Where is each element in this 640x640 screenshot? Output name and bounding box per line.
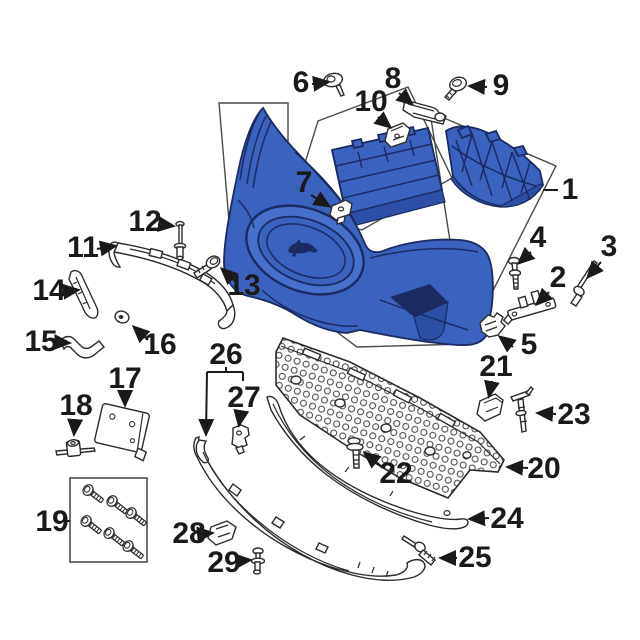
callout-12[interactable]: 12 xyxy=(128,205,161,238)
bolt-9 xyxy=(443,76,467,101)
bracket-15 xyxy=(59,335,105,359)
callout-14[interactable]: 14 xyxy=(32,274,66,307)
bracket-26 xyxy=(207,367,244,381)
pin-23 xyxy=(510,385,534,433)
callout-6[interactable]: 6 xyxy=(293,66,310,99)
pony-emblem-icon xyxy=(288,239,318,257)
strip-14 xyxy=(68,269,99,319)
clip-7 xyxy=(329,199,353,225)
callout-27[interactable]: 27 xyxy=(227,381,260,414)
bracket-8 xyxy=(402,99,447,125)
callout-7[interactable]: 7 xyxy=(296,166,313,199)
callout-8[interactable]: 8 xyxy=(385,62,402,95)
pin-3 xyxy=(570,260,598,307)
pin-22 xyxy=(346,437,364,469)
bolt-25 xyxy=(401,535,436,566)
callout-9[interactable]: 9 xyxy=(493,69,510,102)
deflector-strip-24 xyxy=(266,395,469,530)
callout-20[interactable]: 20 xyxy=(527,452,560,485)
callout-17[interactable]: 17 xyxy=(108,362,141,395)
radiator-shutter xyxy=(330,125,446,228)
callout-5[interactable]: 5 xyxy=(521,328,538,361)
callout-26[interactable]: 26 xyxy=(209,338,242,371)
screw-kit-19 xyxy=(69,477,150,563)
callout-22[interactable]: 22 xyxy=(379,457,412,490)
callout-21[interactable]: 21 xyxy=(479,350,512,383)
callout-19[interactable]: 19 xyxy=(35,505,68,538)
clip-27 xyxy=(231,424,250,455)
callout-18[interactable]: 18 xyxy=(59,389,92,422)
leader-lines xyxy=(52,75,604,570)
impact-absorber xyxy=(445,124,544,208)
callout-16[interactable]: 16 xyxy=(143,328,176,361)
grille-mesh-20 xyxy=(275,337,505,499)
callout-10[interactable]: 10 xyxy=(354,85,387,118)
callout-3[interactable]: 3 xyxy=(601,230,618,263)
callout-1[interactable]: 1 xyxy=(562,173,579,206)
callout-15[interactable]: 15 xyxy=(24,325,57,358)
fastener-6 xyxy=(322,72,345,97)
fastener-18 xyxy=(55,439,96,458)
callout-11[interactable]: 11 xyxy=(67,231,99,264)
bumper-cover xyxy=(223,106,494,346)
callout-4[interactable]: 4 xyxy=(530,221,547,254)
license-bracket-17 xyxy=(94,403,150,462)
pin-29 xyxy=(250,547,266,575)
bolt-13 xyxy=(193,255,221,279)
callout-24[interactable]: 24 xyxy=(490,502,524,535)
grommet-16 xyxy=(114,310,130,324)
clip-28 xyxy=(207,520,237,546)
callout-13[interactable]: 13 xyxy=(227,269,260,302)
callout-28[interactable]: 28 xyxy=(172,517,205,550)
callout-25[interactable]: 25 xyxy=(458,541,491,574)
clip-21 xyxy=(476,393,504,422)
screw-12 xyxy=(173,220,187,261)
clip-10 xyxy=(384,122,411,148)
callout-2[interactable]: 2 xyxy=(550,261,567,294)
callout-23[interactable]: 23 xyxy=(557,398,590,431)
callout-29[interactable]: 29 xyxy=(207,546,240,579)
clip-5 xyxy=(479,312,506,338)
valance-strip-26 xyxy=(193,435,426,581)
